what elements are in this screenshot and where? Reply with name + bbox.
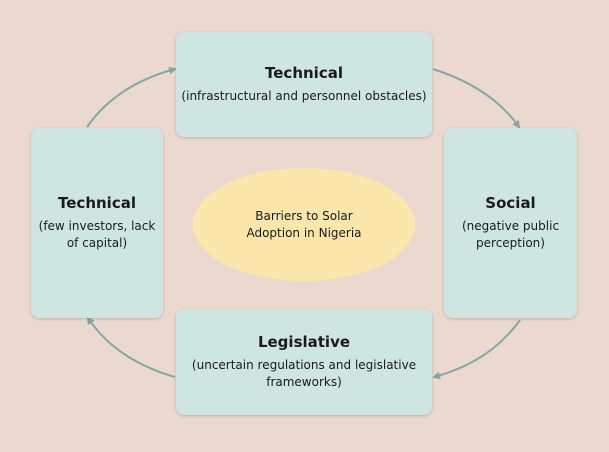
barrier-description: (negative public perception) — [461, 219, 560, 250]
barrier-box-technical-infrastructure: Technical (infrastructural and personnel… — [176, 32, 432, 137]
barrier-title: Technical — [58, 194, 136, 212]
barrier-title: Social — [485, 194, 536, 212]
arrow-left-to-top — [86, 66, 177, 128]
central-topic-label: Barriers to Solar Adoption in Nigeria — [246, 208, 362, 240]
barrier-description: (uncertain regulations and legislative f… — [191, 358, 417, 389]
arrow-bottom-to-left — [86, 316, 176, 378]
barrier-title: Technical — [265, 64, 343, 82]
arrow-top-to-right — [432, 68, 521, 129]
barrier-description: (few investors, lack of capital) — [38, 219, 156, 250]
barrier-box-legislative: Legislative (uncertain regulations and l… — [176, 309, 432, 415]
barrier-title: Legislative — [257, 333, 351, 351]
central-topic-ellipse: Barriers to Solar Adoption in Nigeria — [193, 168, 415, 281]
arrow-right-to-bottom — [432, 319, 521, 380]
barrier-description: (infrastructural and personnel obstacles… — [181, 89, 427, 103]
barrier-box-social: Social (negative public perception) — [444, 128, 577, 318]
barrier-box-technical-investment: Technical (few investors, lack of capita… — [31, 128, 163, 318]
